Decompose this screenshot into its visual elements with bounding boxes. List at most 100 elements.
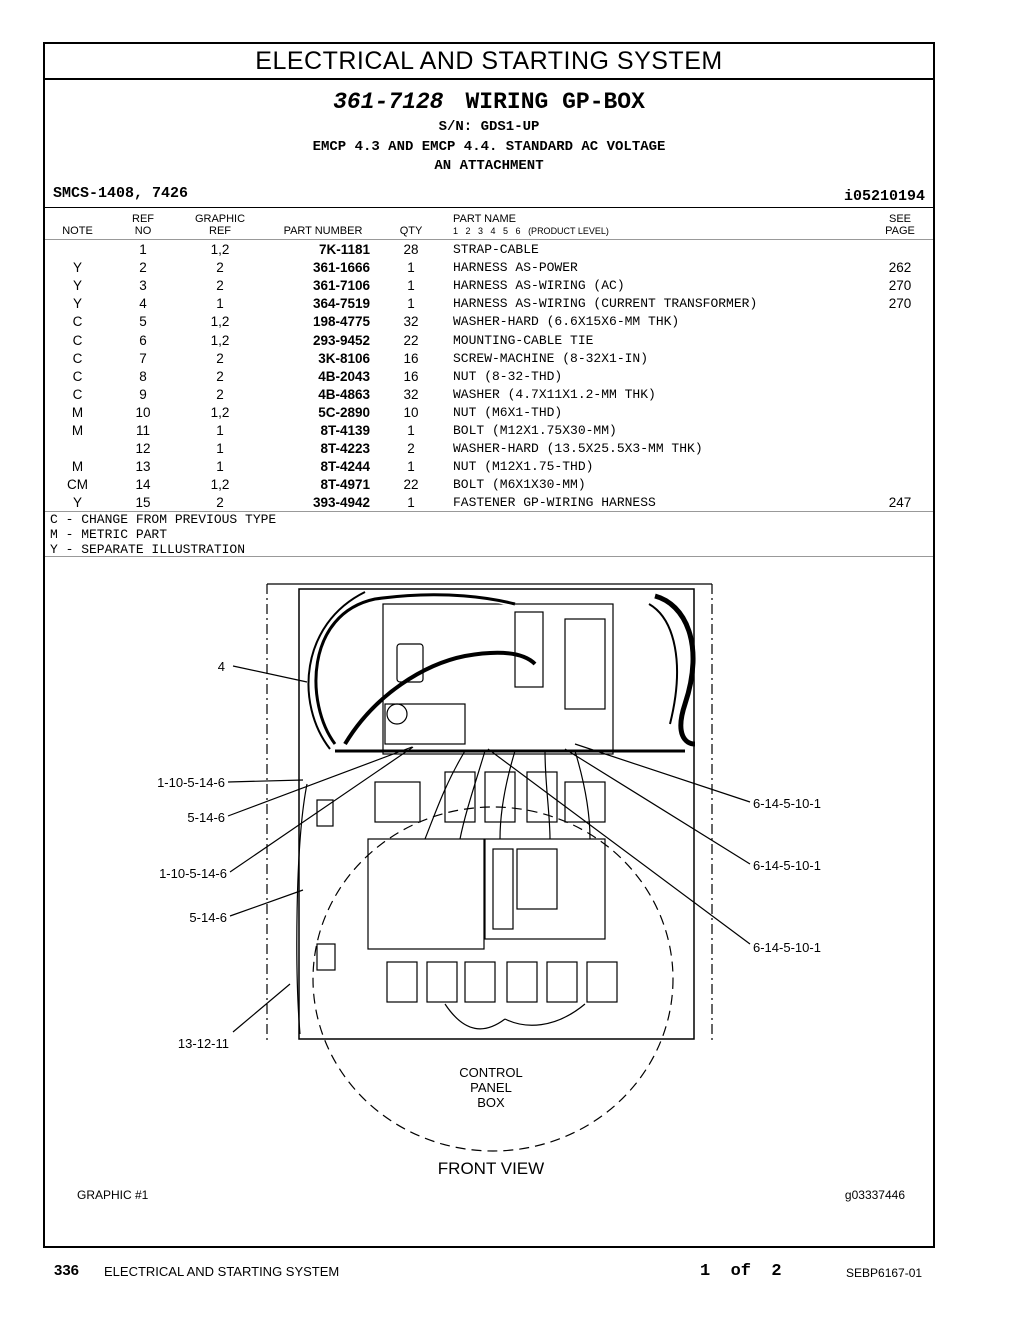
graphic-ref-cell: 1,2 bbox=[210, 477, 230, 493]
part-name-cell: WASHER (4.7X11X1.2-MM THK) bbox=[453, 386, 656, 402]
note-cell: Y bbox=[72, 278, 82, 294]
part-number-cell: 8T-4971 bbox=[320, 477, 370, 493]
leader-line bbox=[232, 665, 308, 683]
box-label-panel: PANEL bbox=[470, 1080, 512, 1095]
doc-number: SEBP6167-01 bbox=[846, 1266, 923, 1280]
section-title: ELECTRICAL AND STARTING SYSTEM bbox=[45, 44, 933, 80]
ref-cell: 9 bbox=[139, 386, 147, 402]
see-page-cell: 262 bbox=[888, 260, 912, 276]
leader-line bbox=[232, 983, 291, 1033]
ref-cell: 6 bbox=[139, 332, 147, 348]
graphic-ref-cell: 1 bbox=[216, 296, 224, 312]
graphic-ref-cell: 1 bbox=[216, 423, 224, 438]
part-number-cell: 361-7106 bbox=[312, 278, 370, 294]
graphic-ref-cell: 2 bbox=[216, 350, 224, 366]
graphic-ref-cell: 1 bbox=[216, 459, 224, 475]
graphic-ref-cell: 2 bbox=[216, 278, 224, 294]
leader-line bbox=[229, 746, 414, 873]
part-name-cell: STRAP-CABLE bbox=[453, 242, 539, 257]
product-levels: 1 2 3 4 5 6 bbox=[453, 226, 521, 236]
graphic-label: GRAPHIC #1 bbox=[77, 1188, 149, 1202]
indicator bbox=[386, 703, 408, 725]
breaker-block bbox=[444, 771, 476, 823]
part-number-cell: 393-4942 bbox=[312, 495, 370, 511]
qty-cell: 22 bbox=[403, 477, 419, 493]
see-page-cell: 247 bbox=[888, 495, 912, 511]
part-name-cell: NUT (M6X1-THD) bbox=[453, 404, 563, 420]
part-number-cell: 364-7519 bbox=[312, 296, 370, 312]
callout-6-14-5-10-1-b: 6-14-5-10-1 bbox=[753, 858, 821, 873]
note-cell: M bbox=[71, 459, 84, 475]
wire bbox=[296, 783, 308, 1035]
control-panel-box bbox=[312, 806, 674, 1152]
note-cell: Y bbox=[72, 296, 82, 312]
harness-right bbox=[654, 593, 696, 747]
ref-cell: 15 bbox=[135, 495, 151, 511]
wire bbox=[459, 750, 486, 840]
graphic-id: g03337446 bbox=[845, 1188, 905, 1202]
ref-cell: 8 bbox=[139, 368, 147, 384]
product-level-label: (PRODUCT LEVEL) bbox=[528, 226, 609, 236]
col-note: NOTE bbox=[62, 225, 93, 237]
ref-cell: 5 bbox=[139, 314, 147, 330]
ref-cell: 7 bbox=[139, 350, 147, 366]
note-cell: Y bbox=[72, 260, 82, 276]
part-name-cell: WASHER-HARD (6.6X15X6-MM THK) bbox=[453, 314, 680, 330]
legend-item: Y - SEPARATE ILLUSTRATION bbox=[50, 542, 246, 557]
harness-mid bbox=[343, 650, 537, 746]
breaker-unit bbox=[484, 838, 606, 940]
illustration-id: i05210194 bbox=[843, 188, 925, 205]
breaker-block bbox=[564, 781, 606, 823]
leader-line bbox=[227, 779, 304, 783]
smcs-code: SMCS-1408, 7426 bbox=[53, 185, 189, 202]
ref-cell: 3 bbox=[139, 278, 147, 294]
terminal-strip bbox=[564, 618, 606, 710]
contactor-block bbox=[367, 838, 485, 950]
col-qty: QTY bbox=[399, 225, 423, 237]
terminal-block bbox=[586, 961, 618, 1003]
ref-cell: 14 bbox=[135, 477, 151, 493]
box-label-box: BOX bbox=[477, 1095, 505, 1110]
ref-cell: 13 bbox=[135, 459, 151, 475]
page-number: 336 bbox=[54, 1262, 80, 1279]
col-part-name: PART NAME 1 2 3 4 5 6 (PRODUCT LEVEL) bbox=[453, 213, 609, 236]
wire bbox=[574, 750, 591, 840]
note-cell: Y bbox=[72, 495, 82, 511]
callout-1-10-5-14-6-b: 1-10-5-14-6 bbox=[159, 866, 227, 881]
header-rule bbox=[45, 207, 933, 208]
mounting-panel bbox=[298, 588, 695, 1040]
qty-cell: 1 bbox=[407, 260, 415, 276]
column-rule bbox=[45, 239, 933, 240]
page-of: 1 of 2 bbox=[700, 1262, 782, 1281]
note-cell: C bbox=[72, 350, 83, 366]
wire bbox=[499, 750, 516, 840]
callout-5-14-6: 5-14-6 bbox=[187, 810, 225, 825]
see-page-cell: 270 bbox=[888, 278, 912, 294]
ref-cell: 12 bbox=[135, 441, 151, 457]
graphic-ref-cell: 2 bbox=[216, 495, 224, 511]
note-cell: C bbox=[72, 386, 83, 402]
callout-6-14-5-10-1-a: 6-14-5-10-1 bbox=[753, 796, 821, 811]
col-part-number: PART NUMBER bbox=[283, 225, 363, 237]
terminal-block bbox=[386, 961, 418, 1003]
breaker-block bbox=[374, 781, 421, 823]
part-name-cell: MOUNTING-CABLE TIE bbox=[453, 332, 594, 348]
ref-cell: 10 bbox=[135, 404, 151, 420]
part-number-cell: 4B-4863 bbox=[318, 386, 370, 402]
wiring-illustration: 4 1-10-5-14-6 5-14-6 1-10-5-14-6 5-14-6 … bbox=[77, 583, 905, 1202]
terminal-block bbox=[464, 961, 496, 1003]
footer-section: ELECTRICAL AND STARTING SYSTEM bbox=[104, 1264, 340, 1279]
